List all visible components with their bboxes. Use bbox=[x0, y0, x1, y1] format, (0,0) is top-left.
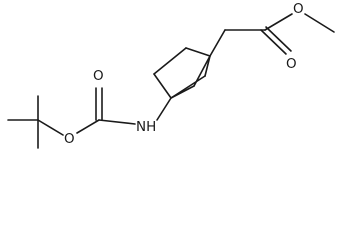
bond-cage-6 bbox=[153, 47, 187, 75]
atom-nh: NH bbox=[136, 119, 156, 135]
atom-o-boc-carbonyl: O bbox=[93, 68, 104, 84]
bond-oxygen-to-methyl bbox=[304, 13, 335, 33]
atom-o-methyl-ester: O bbox=[293, 1, 304, 17]
bond-ester-carbon-to-oxygen bbox=[264, 13, 293, 31]
bond-cage-2 bbox=[170, 75, 206, 99]
bond-cage-to-ch2 bbox=[209, 29, 226, 57]
bond-cage-5 bbox=[204, 55, 211, 77]
structure-diagram: O O NH O O bbox=[7, 1, 335, 149]
bond-oxygen-to-carbonyl-carbon bbox=[76, 119, 100, 134]
bond-carbonyl-carbon-to-nitrogen bbox=[98, 119, 136, 125]
atom-o-ester-carbonyl: O bbox=[286, 56, 297, 72]
bond-cage-3 bbox=[153, 73, 172, 99]
bond-ester-carbonyl-double-1 bbox=[260, 29, 287, 55]
bond-tbu-to-oxygen bbox=[37, 119, 64, 136]
bond-ester-carbonyl-double-2 bbox=[265, 26, 292, 52]
bond-cage-4 bbox=[193, 55, 211, 87]
bond-cage-7 bbox=[185, 47, 211, 57]
bond-nitrogen-to-cage bbox=[156, 97, 172, 121]
atom-o-boc-ester: O bbox=[64, 131, 75, 147]
